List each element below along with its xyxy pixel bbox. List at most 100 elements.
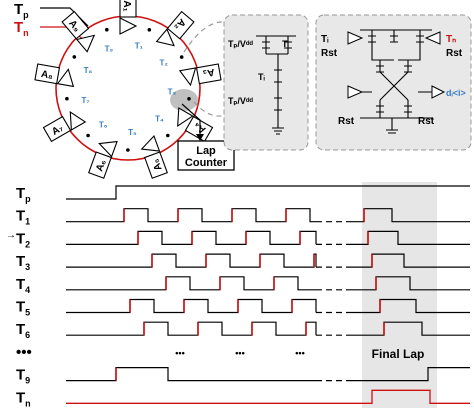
stage-label: A₁ <box>121 0 132 11</box>
buffer-left-icon <box>347 85 364 99</box>
stage-box: A₈ <box>34 63 61 85</box>
ring-stage <box>140 135 161 152</box>
lap-counter: Lap Counter <box>177 103 235 171</box>
final-lap-label: Final Lap <box>372 347 425 361</box>
waveform-final <box>352 276 470 291</box>
ring-stage <box>178 67 197 87</box>
tap-label: T₄ <box>155 115 164 124</box>
arrow-down-icon <box>196 134 204 141</box>
tp-label: Tp <box>14 1 29 20</box>
stage-box-rect <box>61 10 90 40</box>
ellipsis-mark: ••• <box>235 348 244 358</box>
waveform <box>66 253 317 268</box>
waveform <box>66 208 316 223</box>
stage-label: A₅ <box>150 157 165 172</box>
stage-highlight <box>170 89 198 111</box>
tap-label: T₂ <box>159 58 168 67</box>
tap-label: T₉ <box>105 44 114 53</box>
waveform-final <box>352 298 470 314</box>
tap-label: T₇ <box>82 96 90 105</box>
signal-label: T6 <box>16 321 30 340</box>
stage-label: A₈ <box>40 69 54 82</box>
ellipsis-mark: ••• <box>175 348 184 358</box>
stage-box: A₉ <box>61 10 90 40</box>
inverter-icon <box>98 140 118 158</box>
lap-counter-line1: Lap <box>196 145 216 157</box>
waveform-final <box>352 230 470 245</box>
inset-left-label-b: Tᵢ <box>282 39 289 49</box>
inverter-icon <box>155 28 175 47</box>
tap-label: T₆ <box>99 120 108 129</box>
waveform-final <box>352 367 470 382</box>
tap-label: T₅ <box>128 128 137 137</box>
stage-box-rect <box>144 151 168 179</box>
signal-label: T4 <box>16 276 30 295</box>
inset-right-box <box>315 14 472 151</box>
stage-box-rect <box>195 63 222 85</box>
tap-label: T₁ <box>135 41 144 50</box>
inverter-icon <box>140 135 161 152</box>
inset-right-rst1: Rst <box>321 48 338 59</box>
inverter-icon <box>69 111 87 131</box>
inverter-icon <box>75 34 96 53</box>
signal-label: T9 <box>16 367 30 386</box>
stage-label: A₆ <box>94 158 108 173</box>
stage-box: A₂ <box>166 10 195 40</box>
inset-left-label-d: Tₚ/Vᵈᵈ <box>228 96 253 106</box>
stage-box: A₁ <box>119 0 137 18</box>
waveform-final <box>352 253 470 268</box>
signal-label: Tp <box>16 185 31 204</box>
inverter-icon <box>177 107 194 127</box>
inverter-icon <box>56 68 75 88</box>
inset-right: Tᵢ Rst Tₙ Rst dᵢ<i> Rst Rst <box>315 14 472 151</box>
stage-box-rect <box>42 115 72 143</box>
tap-node <box>105 27 109 32</box>
tap-label: T₈ <box>84 66 93 75</box>
nand-gate-right-icon <box>424 31 441 45</box>
signal-label: ••• <box>16 344 32 361</box>
inset-right-out: dᵢ<i> <box>446 88 466 98</box>
ring-stage <box>98 140 118 158</box>
inset-right-tn: Tₙ <box>446 34 456 45</box>
tap-node <box>126 148 130 152</box>
inset-left-label-a: Tₚ/Vᵈᵈ <box>228 39 253 49</box>
signal-label: T5 <box>16 299 30 318</box>
signal-label: T3 <box>16 253 30 272</box>
inset-left-box <box>223 14 309 151</box>
tap-node <box>147 28 152 32</box>
inset-right-rst4: Rst <box>418 116 435 127</box>
callout-line-a <box>183 21 226 53</box>
waveform <box>66 367 316 382</box>
stage-label: A₇ <box>50 123 65 138</box>
tn-label: Tn <box>14 19 29 38</box>
inset-right-ti: Tᵢ <box>321 34 329 45</box>
ring-stage <box>75 34 96 53</box>
nand-gate-left-icon <box>347 31 364 45</box>
tap-node <box>166 133 170 138</box>
lap-counter-wire <box>181 103 201 140</box>
stage-box: A₃ <box>195 63 222 85</box>
stage-box-rect <box>119 0 137 18</box>
waveform <box>66 276 316 291</box>
inset-right-rst2: Rst <box>446 48 463 59</box>
waveform-final <box>352 321 470 336</box>
waveform-final <box>352 208 470 223</box>
buffer-right-icon <box>431 85 446 99</box>
ring-stage <box>56 68 75 88</box>
signal-label: Tn <box>16 389 31 408</box>
side-mark: → <box>6 230 16 241</box>
lap-counter-box <box>177 140 235 171</box>
inset-left-label-c: Tᵢ <box>258 72 265 82</box>
tap-node <box>72 55 77 59</box>
stage-box: A₆ <box>88 151 112 179</box>
signal-label: T1 <box>16 208 30 227</box>
stage-box-rect <box>166 10 195 40</box>
lap-counter-line2: Counter <box>185 157 228 169</box>
stage-label: A₃ <box>201 66 215 79</box>
stage-box-rect <box>184 115 214 143</box>
tap-node <box>179 55 184 59</box>
waveform <box>66 321 317 336</box>
ring-stage <box>155 28 175 47</box>
